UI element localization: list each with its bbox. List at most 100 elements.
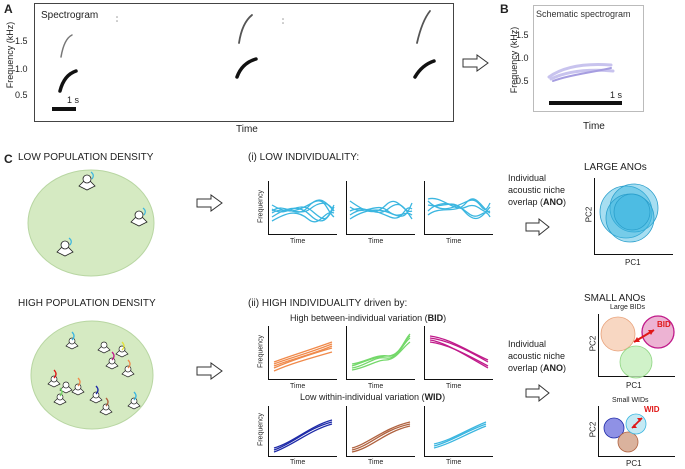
ano-text-suffix: ): [563, 363, 567, 373]
mini-axes: [424, 181, 493, 235]
mini-axes: [268, 406, 337, 457]
schematic-scalebar: [549, 101, 622, 105]
schematic-tick-3: 0.5: [516, 76, 529, 86]
pc2-label: PC2: [588, 421, 598, 438]
bid-marker: BID: [657, 320, 671, 329]
bid-heading-text: High between-individual variation (: [290, 313, 428, 323]
low-individuality-prefix: (i): [248, 152, 260, 163]
ano-text-line2: acoustic niche: [508, 185, 566, 195]
high-individuality-label: (ii) HIGH INDIVIDUALITY driven by:: [248, 298, 408, 309]
mini-axes: [346, 406, 415, 457]
schematic-xlabel: Time: [583, 121, 605, 132]
mini-plot-lines: [271, 199, 335, 223]
mini-plot-lines: [427, 197, 491, 220]
bid-heading-close: ): [443, 313, 447, 323]
panel-label-a: A: [4, 2, 13, 16]
mini-plot-lines: [273, 341, 333, 372]
arrow-low-density-icon: [196, 194, 223, 212]
mini-plot-lines: [429, 335, 489, 369]
low-individuality-main: LOW INDIVIDUALITY:: [259, 152, 360, 163]
schematic-tick-2: 1.0: [516, 53, 529, 63]
spectrogram-scalebar-label: 1 s: [67, 95, 80, 105]
mini-xlabel: Time: [368, 383, 384, 390]
mini-plot-lines: [273, 419, 333, 453]
ano-abbr: ANO: [543, 363, 564, 373]
pc2-label: PC2: [584, 206, 594, 223]
spectrogram-xlabel: Time: [236, 124, 258, 135]
low-density-heading: LOW POPULATION DENSITY: [18, 152, 154, 163]
wid-marker: WID: [644, 405, 660, 414]
arrow-high-density-icon: [196, 362, 223, 380]
bird-icon: [78, 171, 96, 191]
ano-text-suffix: ): [563, 197, 567, 207]
spectrogram-tick-2: 1.0: [15, 64, 28, 74]
mini-plot-lines: [351, 333, 411, 371]
wid-heading-text: Low within-individual variation (: [300, 392, 425, 402]
bird-icon: [56, 237, 74, 257]
low-ano-text: Individual acoustic niche overlap (ANO): [508, 172, 566, 208]
spectrogram-scalebar: [52, 107, 76, 111]
wid-heading: Low within-individual variation (WID): [300, 392, 445, 402]
wid-abbr: WID: [424, 392, 443, 402]
mini-plot-lines: [351, 421, 411, 453]
bird-cluster-icon: [47, 331, 141, 416]
schematic-traces: [547, 63, 615, 82]
ano-text-line1: Individual: [508, 339, 547, 349]
mini-ylabel: Frequency: [257, 412, 265, 447]
mini-xlabel: Time: [446, 459, 462, 466]
mini-xlabel: Time: [446, 238, 462, 245]
mini-ylabel: Frequency: [257, 189, 265, 224]
mini-plot-lines: [349, 200, 413, 220]
ano-text-line1: Individual: [508, 173, 547, 183]
small-anos-title: SMALL ANOs: [584, 293, 646, 304]
spectrogram-tick-1: 1.5: [15, 36, 28, 46]
mini-axes: [424, 326, 493, 380]
arrow-high-ano-icon: [525, 383, 550, 403]
mini-ylabel: Frequency: [257, 334, 265, 369]
schematic-scalebar-label: 1 s: [610, 90, 623, 100]
small-wids-circles: [603, 413, 647, 453]
large-bids-label: Large BIDs: [610, 304, 646, 311]
pc1-label: PC1: [626, 381, 642, 390]
spectrogram-tick-3: 0.5: [15, 90, 28, 100]
mini-plot-lines: [433, 421, 487, 449]
low-individuality-label: (i) LOW INDIVIDUALITY:: [248, 152, 359, 163]
schematic-frame: [533, 5, 644, 112]
small-wids-label: Small WIDs: [612, 397, 649, 404]
spectrogram-frame: [34, 3, 454, 122]
spectrogram-ylabel: Frequency (kHz): [5, 21, 15, 89]
ano-abbr: ANO: [543, 197, 564, 207]
bid-heading: High between-individual variation (BID): [290, 313, 446, 323]
ano-text-line2: acoustic niche: [508, 351, 566, 361]
arrow-low-ano-icon: [525, 217, 550, 237]
mini-axes: [346, 326, 415, 380]
large-anos-circles: [599, 183, 659, 243]
wid-heading-close: ): [442, 392, 446, 402]
spectrogram-title: Spectrogram: [41, 10, 99, 21]
mini-axes: [346, 181, 415, 235]
panel-label-c: C: [4, 152, 13, 166]
mini-axes: [424, 406, 493, 457]
mini-xlabel: Time: [368, 459, 384, 466]
mini-axes: [268, 326, 337, 380]
high-ano-text: Individual acoustic niche overlap (ANO): [508, 338, 566, 374]
high-density-heading: HIGH POPULATION DENSITY: [18, 298, 156, 309]
panel-label-b: B: [500, 2, 509, 16]
pc-axes: [594, 178, 673, 255]
bid-abbr: BID: [427, 313, 444, 323]
mini-xlabel: Time: [290, 383, 306, 390]
large-anos-title: LARGE ANOs: [584, 162, 647, 173]
mini-axes: [268, 181, 337, 235]
pc1-label: PC1: [625, 258, 641, 267]
mini-xlabel: Time: [368, 238, 384, 245]
pc1-label: PC1: [626, 459, 642, 468]
bird-icon: [130, 207, 148, 227]
large-bids-circles: [600, 315, 675, 379]
ano-text-line3: overlap (ANO): [508, 362, 566, 374]
arrow-a-to-b-icon: [462, 54, 489, 72]
schematic-title: Schematic spectrogram: [536, 9, 631, 19]
ano-text-prefix: overlap (: [508, 197, 544, 207]
mini-xlabel: Time: [290, 459, 306, 466]
mini-xlabel: Time: [446, 383, 462, 390]
schematic-tick-1: 1.5: [516, 30, 529, 40]
